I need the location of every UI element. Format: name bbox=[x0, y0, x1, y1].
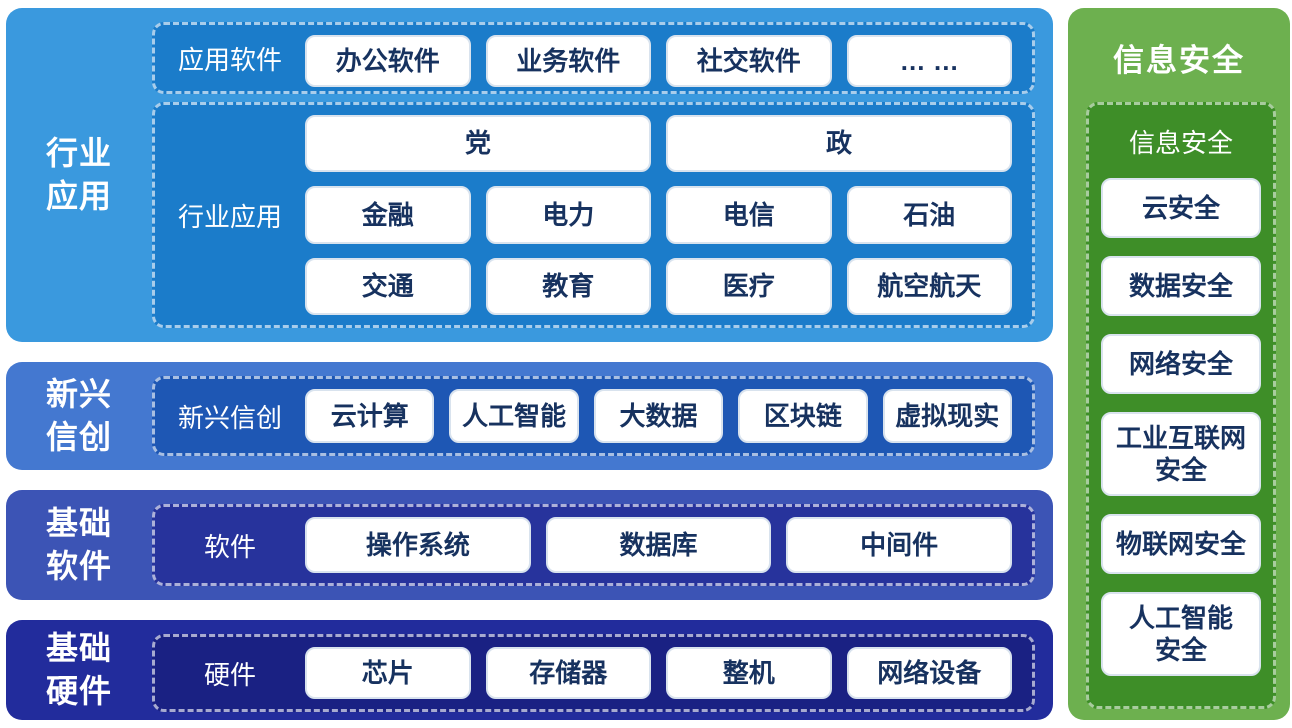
box-operating-system: 操作系统 bbox=[305, 517, 531, 573]
box-chip: 芯片 bbox=[305, 647, 471, 699]
group-grid: 党 政 金融 电力 电信 石油 交通 教育 医疗 航空航天 bbox=[305, 105, 1032, 325]
layer-basic-software: 基础 软件 软件 操作系统 数据库 中间件 bbox=[6, 490, 1053, 600]
box-complete-machine: 整机 bbox=[666, 647, 832, 699]
box-storage: 存储器 bbox=[485, 647, 651, 699]
group-grid: 操作系统 数据库 中间件 bbox=[305, 507, 1032, 583]
box-party: 党 bbox=[305, 115, 651, 173]
layer-basic-hardware: 基础 硬件 硬件 芯片 存储器 整机 网络设备 bbox=[6, 620, 1053, 720]
box-middleware: 中间件 bbox=[786, 517, 1012, 573]
box-database: 数据库 bbox=[545, 517, 772, 573]
box-healthcare: 医疗 bbox=[666, 257, 832, 315]
layer-stack: 行业 应用 应用软件 办公软件 业务软件 社交软件 … … 行业应用 党 政 bbox=[6, 8, 1053, 720]
security-panel: 信息安全 信息安全 云安全 数据安全 网络安全 工业互联网 安全 物联网安全 人… bbox=[1068, 8, 1290, 720]
security-inner-group: 信息安全 云安全 数据安全 网络安全 工业互联网 安全 物联网安全 人工智能 安… bbox=[1086, 102, 1276, 709]
box-big-data: 大数据 bbox=[593, 389, 724, 443]
layer-industry-applications: 行业 应用 应用软件 办公软件 业务软件 社交软件 … … 行业应用 党 政 bbox=[6, 8, 1053, 342]
layer-body: 新兴信创 云计算 人工智能 大数据 区块链 虚拟现实 bbox=[152, 362, 1053, 470]
group-label: 软件 bbox=[203, 531, 256, 562]
group-application-software: 应用软件 办公软件 业务软件 社交软件 … … bbox=[152, 22, 1035, 94]
box-network-security: 网络安全 bbox=[1101, 334, 1261, 394]
box-cloud-security: 云安全 bbox=[1101, 178, 1261, 238]
group-grid: 云计算 人工智能 大数据 区块链 虚拟现实 bbox=[305, 379, 1032, 453]
layer-body: 硬件 芯片 存储器 整机 网络设备 bbox=[152, 620, 1053, 720]
box-electric-power: 电力 bbox=[485, 186, 651, 244]
group-industry-applications: 行业应用 党 政 金融 电力 电信 石油 交通 教育 医疗 航空航天 bbox=[152, 102, 1035, 328]
group-label: 行业应用 bbox=[177, 201, 282, 232]
group-label: 新兴信创 bbox=[177, 402, 282, 433]
group-label: 硬件 bbox=[203, 659, 256, 690]
box-ai-security: 人工智能 安全 bbox=[1101, 592, 1261, 676]
box-office-software: 办公软件 bbox=[305, 35, 471, 87]
layer-emerging-xinchuang: 新兴 信创 新兴信创 云计算 人工智能 大数据 区块链 虚拟现实 bbox=[6, 362, 1053, 470]
box-virtual-reality: 虚拟现实 bbox=[882, 389, 1012, 443]
box-finance: 金融 bbox=[305, 186, 471, 244]
box-aerospace: 航空航天 bbox=[846, 257, 1012, 315]
box-industrial-internet-security: 工业互联网 安全 bbox=[1101, 412, 1261, 496]
security-title: 信息安全 bbox=[1113, 43, 1245, 78]
group-grid: 办公软件 业务软件 社交软件 … … bbox=[305, 25, 1032, 91]
box-business-software: 业务软件 bbox=[485, 35, 651, 87]
box-data-security: 数据安全 bbox=[1101, 256, 1261, 316]
box-artificial-intelligence: 人工智能 bbox=[449, 389, 579, 443]
box-blockchain: 区块链 bbox=[738, 389, 868, 443]
layer-side-label: 行业 应用 bbox=[45, 134, 112, 214]
box-ellipsis: … … bbox=[846, 35, 1012, 87]
layer-side-label: 基础 硬件 bbox=[45, 629, 112, 709]
layer-side-label: 新兴 信创 bbox=[45, 375, 112, 455]
box-education: 教育 bbox=[485, 257, 651, 315]
box-iot-security: 物联网安全 bbox=[1101, 514, 1261, 574]
security-inner-label: 信息安全 bbox=[1128, 128, 1233, 158]
box-cloud-computing: 云计算 bbox=[305, 389, 435, 443]
box-telecom: 电信 bbox=[666, 186, 832, 244]
box-transportation: 交通 bbox=[305, 257, 471, 315]
layer-body: 软件 操作系统 数据库 中间件 bbox=[152, 490, 1053, 600]
layer-body: 应用软件 办公软件 业务软件 社交软件 … … 行业应用 党 政 金融 电力 bbox=[152, 8, 1053, 342]
box-petroleum: 石油 bbox=[846, 186, 1012, 244]
group-emerging-xinchuang: 新兴信创 云计算 人工智能 大数据 区块链 虚拟现实 bbox=[152, 376, 1035, 456]
box-network-equipment: 网络设备 bbox=[846, 647, 1012, 699]
layer-side-label: 基础 软件 bbox=[45, 504, 112, 584]
group-label: 应用软件 bbox=[177, 44, 282, 75]
box-social-software: 社交软件 bbox=[666, 35, 832, 87]
group-hardware: 硬件 芯片 存储器 整机 网络设备 bbox=[152, 634, 1035, 712]
group-grid: 芯片 存储器 整机 网络设备 bbox=[305, 637, 1032, 709]
group-software: 软件 操作系统 数据库 中间件 bbox=[152, 504, 1035, 586]
box-government: 政 bbox=[666, 115, 1012, 173]
